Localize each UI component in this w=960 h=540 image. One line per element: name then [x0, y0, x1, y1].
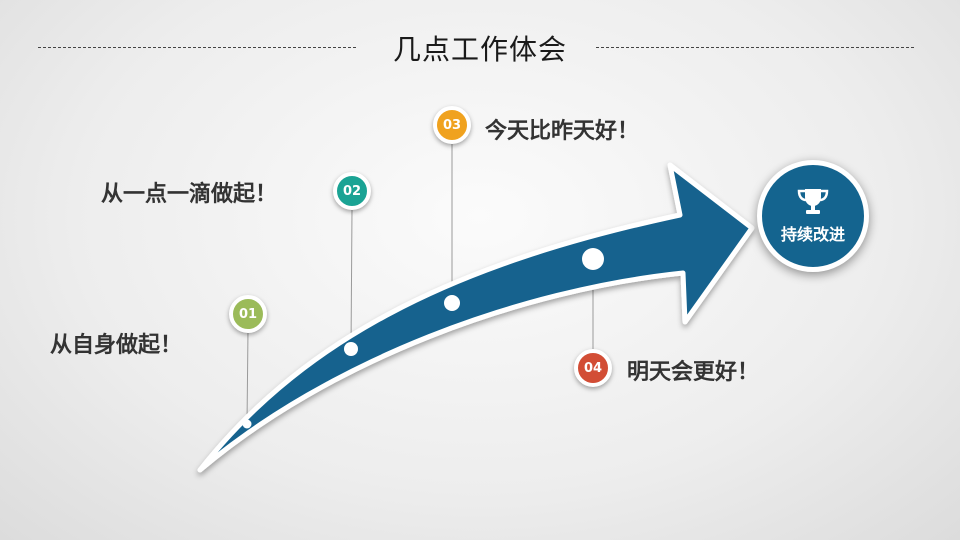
step-03-badge: 03: [433, 106, 471, 144]
trophy-icon: [797, 189, 829, 214]
step-02-badge: 02: [333, 172, 371, 210]
title-divider-left: [38, 47, 356, 48]
milestone-dot-04: [582, 248, 604, 270]
title-divider-right: [596, 47, 914, 48]
connector-01: [246, 329, 249, 425]
step-03-text: 今天比昨天好！: [485, 119, 640, 144]
step-04-badge: 04: [574, 349, 612, 387]
goal-circle: 持续改进: [757, 160, 869, 272]
step-01-badge: 01: [229, 295, 267, 333]
step-01-text: 从自身做起！: [50, 333, 183, 358]
milestone-dot-02: [344, 342, 358, 356]
connector-02: [350, 209, 353, 351]
milestone-dot-01: [242, 419, 252, 429]
growth-arrow: [197, 162, 755, 473]
slide-title: 几点工作体会: [392, 33, 567, 66]
step-02-text: 从一点一滴做起！: [101, 182, 278, 207]
milestone-dot-03: [444, 295, 460, 311]
step-04-text: 明天会更好！: [627, 360, 760, 385]
goal-label: 持续改进: [780, 225, 845, 244]
